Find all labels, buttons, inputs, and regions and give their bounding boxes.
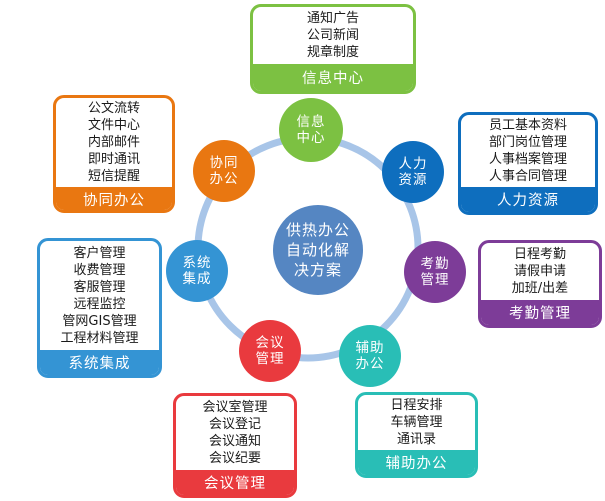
node-label-line: 管理 [420, 272, 450, 288]
box-item: 管网GIS管理 [62, 313, 137, 329]
collaborative-office-box-body: 公文流转 文件中心 内部邮件 即时通讯 短信提醒 [56, 98, 172, 187]
attendance-box: 日程考勤 请假申请 加班/出差 考勤管理 [478, 240, 602, 328]
box-item: 短信提醒 [87, 169, 140, 184]
node-label-line: 办公 [209, 171, 239, 187]
human-resources-box-body: 员工基本资料 部门岗位管理 人事档案管理 人事合同管理 [461, 115, 595, 187]
box-item: 日程考勤 [513, 247, 566, 262]
box-item: 人事合同管理 [488, 169, 567, 184]
box-item: 公司新闻 [306, 28, 359, 43]
box-item: 公文流转 [87, 101, 140, 116]
node-label-line: 中心 [296, 130, 326, 146]
info-center-node: 信息 中心 [279, 98, 343, 162]
meeting-box-title: 会议管理 [176, 470, 294, 495]
box-item: 通讯录 [396, 432, 436, 447]
human-resources-node: 人力 资源 [382, 141, 444, 203]
node-label-line: 集成 [182, 271, 212, 287]
attendance-box-body: 日程考勤 请假申请 加班/出差 [481, 243, 599, 300]
box-item: 会议登记 [208, 417, 261, 432]
meeting-node: 会议 管理 [239, 320, 301, 382]
center-hub-line: 供热办公 [285, 221, 350, 239]
node-label-line: 办公 [355, 356, 385, 372]
info-center-box: 通知广告 公司新闻 规章制度 信息中心 [250, 4, 416, 94]
auxiliary-office-node: 辅助 办公 [339, 325, 401, 387]
box-item: 文件中心 [87, 118, 140, 133]
auxiliary-office-box-title: 辅助办公 [358, 450, 475, 475]
box-item: 车辆管理 [390, 415, 443, 430]
box-item: 会议室管理 [202, 400, 268, 415]
meeting-box-body: 会议室管理 会议登记 会议通知 会议纪要 [176, 396, 294, 470]
human-resources-box-title: 人力资源 [461, 187, 595, 212]
box-item: 员工基本资料 [488, 118, 567, 133]
box-item: 请假申请 [513, 264, 566, 279]
auxiliary-office-box: 日程安排 车辆管理 通讯录 辅助办公 [355, 392, 478, 478]
node-label-line: 管理 [255, 351, 285, 367]
center-hub-line: 自动化解 [285, 241, 350, 259]
node-label-line: 会议 [255, 334, 285, 351]
center-hub-line: 决方案 [293, 261, 342, 279]
attendance-box-title: 考勤管理 [481, 300, 599, 325]
node-label-line: 资源 [398, 172, 428, 188]
node-label-line: 辅助 [355, 339, 385, 356]
center-hub: 供热办公 自动化解 决方案 [273, 205, 363, 295]
node-label-line: 信息 [296, 113, 326, 130]
box-item: 人事档案管理 [488, 152, 567, 167]
box-item: 即时通讯 [87, 152, 140, 167]
system-integration-box-body: 客户管理 收费管理 客服管理 远程监控 管网GIS管理 工程材料管理 [40, 241, 159, 350]
meeting-box: 会议室管理 会议登记 会议通知 会议纪要 会议管理 [173, 393, 297, 498]
node-label-line: 系统 [182, 254, 212, 271]
box-item: 远程监控 [73, 296, 126, 312]
box-item: 部门岗位管理 [488, 135, 567, 150]
box-item: 加班/出差 [511, 281, 569, 296]
box-item: 通知广告 [306, 11, 359, 26]
collaborative-office-box: 公文流转 文件中心 内部邮件 即时通讯 短信提醒 协同办公 [53, 95, 175, 213]
box-item: 收费管理 [73, 262, 126, 278]
box-item: 客服管理 [73, 279, 126, 295]
node-label-line: 协同 [209, 154, 239, 171]
box-item: 会议通知 [208, 434, 261, 449]
info-center-box-body: 通知广告 公司新闻 规章制度 [253, 7, 413, 64]
node-label-line: 人力 [398, 155, 428, 172]
attendance-node: 考勤 管理 [404, 241, 466, 303]
system-integration-box-title: 系统集成 [40, 350, 159, 375]
collaborative-office-node: 协同 办公 [193, 140, 255, 202]
box-item: 内部邮件 [87, 135, 140, 150]
box-item: 会议纪要 [208, 451, 261, 466]
system-integration-box: 客户管理 收费管理 客服管理 远程监控 管网GIS管理 工程材料管理 系统集成 [37, 238, 162, 378]
system-integration-node: 系统 集成 [166, 240, 228, 302]
info-center-box-title: 信息中心 [253, 64, 413, 91]
box-item: 规章制度 [306, 45, 359, 60]
auxiliary-office-box-body: 日程安排 车辆管理 通讯录 [358, 395, 475, 450]
box-item: 工程材料管理 [60, 330, 139, 346]
human-resources-box: 员工基本资料 部门岗位管理 人事档案管理 人事合同管理 人力资源 [458, 112, 598, 215]
collaborative-office-box-title: 协同办公 [56, 187, 172, 210]
box-item: 日程安排 [390, 398, 443, 413]
node-label-line: 考勤 [420, 255, 450, 272]
box-item: 客户管理 [73, 245, 126, 261]
